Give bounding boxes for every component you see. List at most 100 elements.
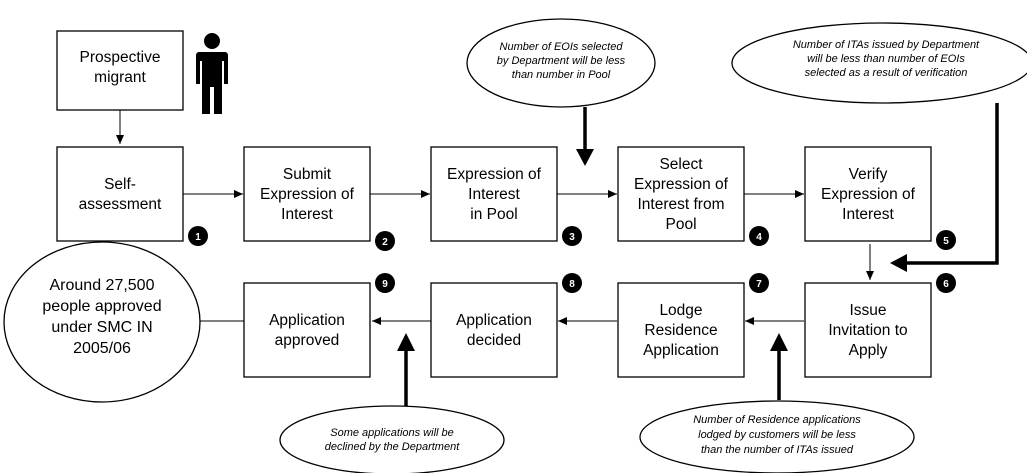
step-box (804, 282, 932, 378)
step-label-line: Interest (468, 186, 520, 203)
step-label-line: approved (275, 332, 340, 349)
start-box (56, 30, 184, 111)
step-number-badge (562, 273, 582, 293)
start-node: Prospective migrant (56, 30, 184, 111)
outcome-line-3: under SMC IN (51, 319, 152, 336)
note-2-ellipse (731, 22, 1027, 104)
note-2-line-2: will be less than number of EOIs (807, 53, 965, 65)
step-label-line: Self- (104, 176, 136, 193)
step-label-line: Interest from (638, 196, 725, 213)
step-label-line: Select (659, 156, 703, 173)
note-3: Some applications will be declined by th… (279, 405, 505, 473)
step-number: 4 (756, 232, 762, 243)
step-label-line: Submit (283, 166, 332, 183)
step-number-badge (749, 273, 769, 293)
step-label-line: Lodge (659, 302, 702, 319)
step-eoi-in-pool: Expression of Interest in Pool 3 (430, 146, 582, 246)
outcome-ellipse (3, 241, 201, 403)
note-4-ellipse (639, 400, 915, 473)
step-number: 7 (756, 279, 762, 290)
step-number-badge (936, 230, 956, 250)
note-4-line-1: Number of Residence applications (693, 414, 861, 426)
step-number: 2 (382, 237, 388, 248)
step-label-line: in Pool (470, 206, 517, 223)
step-number-badge (749, 226, 769, 246)
note-4: Number of Residence applications lodged … (639, 400, 915, 473)
step-label-line: Expression of (634, 176, 729, 193)
step-label-line: Interest (281, 206, 333, 223)
step-number: 6 (943, 279, 949, 290)
note-pointers (397, 103, 999, 408)
note-1-line-2: by Department will be less (497, 55, 626, 67)
step-label-line: Invitation to (828, 322, 907, 339)
outcome-node: Around 27,500 people approved under SMC … (3, 241, 201, 403)
step-number-badge (936, 273, 956, 293)
note-4-line-2: lodged by customers will be less (698, 429, 856, 441)
note-4-line-3: than the number of ITAs issued (701, 444, 854, 456)
note-1: Number of EOIs selected by Department wi… (466, 18, 656, 108)
step-number: 9 (382, 279, 388, 290)
step-box (243, 146, 371, 242)
note-1-line-1: Number of EOIs selected (500, 41, 624, 53)
step-label-line: Expression of (447, 166, 542, 183)
step-label-line: Interest (842, 206, 894, 223)
step-label-line: Application (456, 312, 532, 329)
step-box (56, 146, 184, 242)
start-label-line-2: migrant (94, 69, 146, 86)
step-label-line: Residence (644, 322, 717, 339)
person-icon (196, 33, 228, 114)
step-label-line: Application (643, 342, 719, 359)
note-3-line-1: Some applications will be (330, 427, 454, 439)
step-box (430, 146, 558, 242)
note-2: Number of ITAs issued by Department will… (731, 22, 1027, 104)
pointer-note-1-head (576, 149, 594, 166)
pointer-note-2-head (890, 254, 907, 272)
outcome-line-2: people approved (42, 298, 161, 315)
note-2-line-1: Number of ITAs issued by Department (793, 39, 980, 51)
note-1-ellipse (466, 18, 656, 108)
start-label-line-1: Prospective (80, 49, 161, 66)
step-number: 3 (569, 232, 575, 243)
step-label-line: Expression of (260, 186, 355, 203)
step-box (430, 282, 558, 378)
step-label-line: Verify (849, 166, 888, 183)
step-label-line: assessment (79, 196, 162, 213)
step-number: 5 (943, 236, 949, 247)
step-number-badge (188, 226, 208, 246)
step-application-decided: Application decided 8 (430, 273, 582, 378)
pointer-note-4-head (770, 333, 788, 351)
step-label-line: Issue (849, 302, 886, 319)
step-self-assessment: Self-assessment 1 (56, 146, 208, 246)
note-3-line-2: declined by the Department (325, 441, 460, 453)
outcome-line-4: 2005/06 (73, 340, 131, 357)
step-label-line: decided (467, 332, 521, 349)
step-number-badge (375, 231, 395, 251)
step-label-line: Application (269, 312, 345, 329)
note-3-ellipse (279, 405, 505, 473)
step-number: 8 (569, 279, 575, 290)
outcome-line-1: Around 27,500 (50, 277, 155, 294)
step-label-line: Apply (849, 342, 888, 359)
pointer-note-3-head (397, 333, 415, 351)
step-box (617, 282, 745, 378)
step-number-badge (562, 226, 582, 246)
step-label-line: Pool (665, 216, 696, 233)
step-label-line: Expression of (821, 186, 916, 203)
step-box (617, 146, 745, 242)
connectors (116, 110, 874, 325)
step-box (243, 282, 371, 378)
note-2-line-3: selected as a result of verification (805, 67, 968, 79)
pointer-note-2-shaft (905, 103, 999, 265)
note-1-line-3: than number in Pool (512, 69, 611, 81)
step-number: 1 (195, 232, 201, 243)
step-number-badge (375, 273, 395, 293)
step-application-approved: Application approved 9 (243, 273, 395, 378)
step-box (804, 146, 932, 242)
